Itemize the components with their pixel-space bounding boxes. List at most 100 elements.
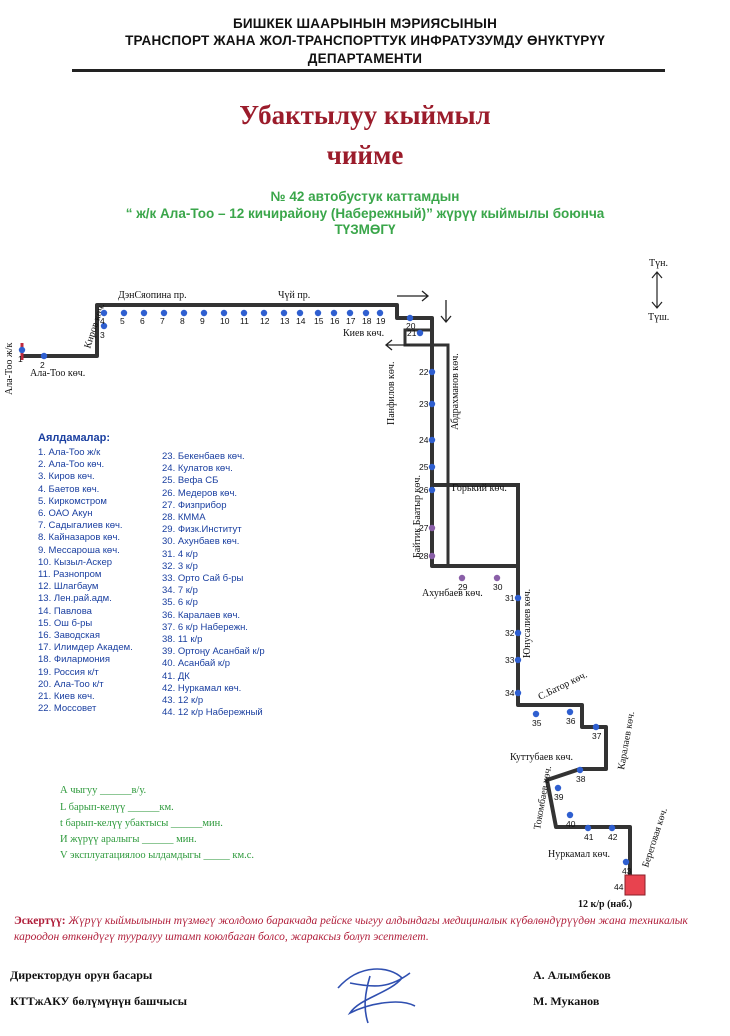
street-label: ДэнСяопина пр. — [118, 290, 187, 301]
stop-number: 29 — [458, 582, 468, 592]
stop-number: 11 — [240, 316, 249, 326]
subtitle-line-1: № 42 автобустук каттамдын — [270, 189, 460, 204]
street-label: С.Батор көч. — [536, 669, 589, 702]
street-label: Береговая көч. — [640, 807, 670, 869]
legend-item: 32. 3 к/р — [162, 560, 198, 572]
legend-item: 9. Мессароша көч. — [38, 544, 120, 556]
legend-item: 43. 12 к/р — [162, 695, 204, 707]
bus-stop-marker — [554, 784, 562, 792]
stats-line: t барып-келүү убактысы ______мин. — [60, 818, 223, 829]
bus-stop-marker — [428, 486, 436, 494]
stop-number: 8 — [180, 316, 185, 326]
legend-item: 36. Каралаев көч. — [162, 609, 241, 621]
header-divider — [72, 69, 665, 72]
bus-stop-marker — [376, 309, 384, 317]
bus-stop-marker — [514, 656, 522, 664]
bus-stop-marker — [160, 309, 168, 317]
legend-item: 27. Физприбор — [162, 499, 227, 511]
bus-stop-marker — [458, 574, 466, 582]
signature-role-1: Директордун орун басары — [10, 968, 153, 982]
legend-item: 35. 6 к/р — [162, 597, 198, 609]
legend-item: 25. Вефа СБ — [162, 475, 219, 487]
legend-item: 20. Ала-Тоо к/т — [38, 678, 104, 690]
stop-number: 34 — [505, 688, 515, 698]
bus-stop-marker — [346, 309, 354, 317]
street-label: Нуркамал көч. — [548, 849, 610, 860]
legend-item: 29. Физк.Институт — [162, 524, 242, 536]
stats-line: V эксплуатациялоо ылдамдыгы _____ км.с. — [60, 850, 255, 861]
bus-stop-marker — [362, 309, 370, 317]
bus-stop-marker — [566, 708, 574, 716]
direction-arrow-left — [384, 339, 410, 351]
bus-stop-marker — [514, 689, 522, 697]
direction-arrow-down — [440, 300, 452, 324]
stop-number: 35 — [532, 718, 542, 728]
bus-stop-marker — [428, 400, 436, 408]
street-label: Куттубаев көч. — [510, 752, 573, 763]
legend-item: 34. 7 к/р — [162, 585, 198, 597]
stop-number: 33 — [505, 655, 515, 665]
stop-number: 41 — [584, 832, 594, 842]
legend-item: 39. Ортоңу Асанбай к/р — [162, 646, 265, 658]
stop-number: 14 — [296, 316, 306, 326]
compass-arrow-icon — [651, 271, 663, 309]
stats-line: И жүрүү аралыгы ______ мин. — [60, 834, 197, 845]
legend-item: 21. Киев көч. — [38, 691, 95, 703]
bus-stop-marker — [200, 309, 208, 317]
bus-stop-marker — [576, 766, 584, 774]
street-label: Киев көч. — [343, 328, 384, 339]
street-label: Юнусалиев көч. — [522, 589, 533, 658]
header-line-1: БИШКЕК ШААРЫНЫН МЭРИЯСЫНЫН — [232, 16, 498, 31]
stop-number: 22 — [419, 367, 429, 377]
legend-item: 11. Разнопром — [38, 569, 102, 581]
legend-item: 24. Кулатов көч. — [162, 463, 233, 475]
street-label: Ала-Тоо көч. — [30, 368, 85, 379]
legend-item: 12. Шлагбаум — [38, 581, 99, 593]
legend-list-2: 23. Бекенбаев көч.24. Кулатов көч.25. Ве… — [162, 451, 265, 719]
legend-item: 1. Ала-Тоо ж/к — [38, 447, 101, 458]
legend-item: 19. Россия к/т — [38, 666, 99, 678]
legend-item: 8. Кайназаров көч. — [38, 532, 121, 544]
legend-title: Аялдамалар: — [38, 432, 111, 444]
legend-item: 10. Кызыл-Аскер — [38, 556, 113, 568]
bus-stop-marker — [608, 824, 616, 832]
street-label: Ахунбаев көч. — [422, 588, 483, 599]
stop-number: 23 — [419, 399, 429, 409]
stop-number: 25 — [419, 462, 429, 472]
legend-item: 22. Моссовет — [38, 703, 97, 715]
stop-number: 44 — [614, 882, 624, 892]
signature-name-2: М. Муканов — [533, 994, 600, 1008]
legend-item: 17. Илимдер Академ. — [38, 642, 133, 654]
document-title-line-2: чийме — [326, 140, 404, 170]
bus-stop-marker — [330, 309, 338, 317]
terminal-label: 12 к/р (наб.) — [578, 899, 632, 910]
route-map: Түн. Түш. ДэнСяопина пр. Чүй пр. Киров к… — [4, 258, 670, 910]
street-label: Панфилов көч. — [386, 362, 397, 425]
stop-number: 17 — [346, 316, 356, 326]
bus-stop-marker — [592, 723, 600, 731]
stop-number: 13 — [280, 316, 290, 326]
stop-number: 39 — [554, 792, 564, 802]
bus-stop-marker — [100, 309, 108, 317]
stop-number: 32 — [505, 628, 515, 638]
bus-stop-marker — [406, 314, 414, 322]
legend-item: 13. Лен.рай.адм. — [38, 593, 112, 605]
stats-line: А чыгуу ______в/у. — [60, 785, 147, 796]
bus-stop-marker — [120, 309, 128, 317]
legend-item: 37. 6 к/р Набережн. — [162, 621, 248, 633]
note-text: Жүрүү кыймылынын түзмөгү жолдомо баракча… — [14, 915, 688, 943]
stop-number: 38 — [576, 774, 586, 784]
street-label: Каралаев көч. — [616, 711, 637, 771]
bus-stop-marker — [428, 368, 436, 376]
legend-item: 42. Нуркамал көч. — [162, 682, 242, 694]
stop-number: 31 — [505, 593, 515, 603]
stop-number: 30 — [493, 582, 503, 592]
legend-item: 15. Ош б-ры — [38, 617, 93, 629]
bus-stop-marker — [220, 309, 228, 317]
stop-number: 19 — [376, 316, 386, 326]
stop-number: 42 — [608, 832, 618, 842]
stop-number: 10 — [220, 316, 230, 326]
legend-item: 33. Орто Сай б-ры — [162, 573, 244, 585]
signature-name-1: А. Алымбеков — [533, 968, 611, 982]
bus-stop-marker — [532, 710, 540, 718]
